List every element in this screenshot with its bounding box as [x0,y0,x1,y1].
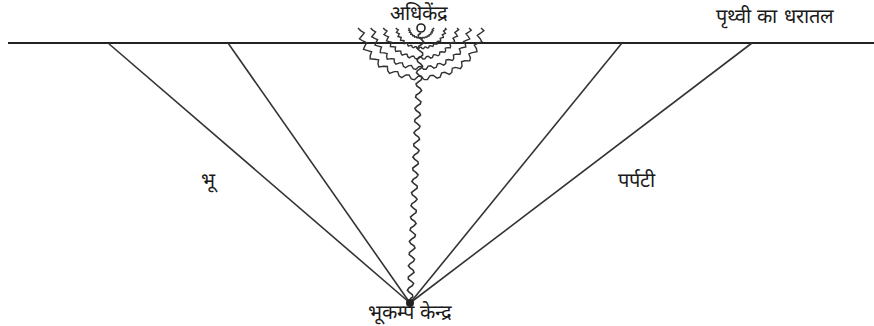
seismic-wave-arcs [358,28,484,80]
epicentre-label: अधिकेंद्र [390,1,448,25]
seismic-ray [410,43,622,303]
region-label: भू [201,168,215,192]
region-label: पर्पटी [618,168,655,192]
wave-path-line [407,33,423,299]
seismic-ray [228,43,410,303]
ground-surface-line [8,42,874,44]
seismic-rays [108,43,752,303]
focus-label: भूकम्प केन्द्र [368,300,452,324]
seismic-ray [410,43,752,303]
seismic-ray [108,43,410,303]
epicentre-mark [417,24,425,32]
surface-label: पृथ्वी का धरातल [716,4,834,28]
wave-arc [358,28,484,80]
